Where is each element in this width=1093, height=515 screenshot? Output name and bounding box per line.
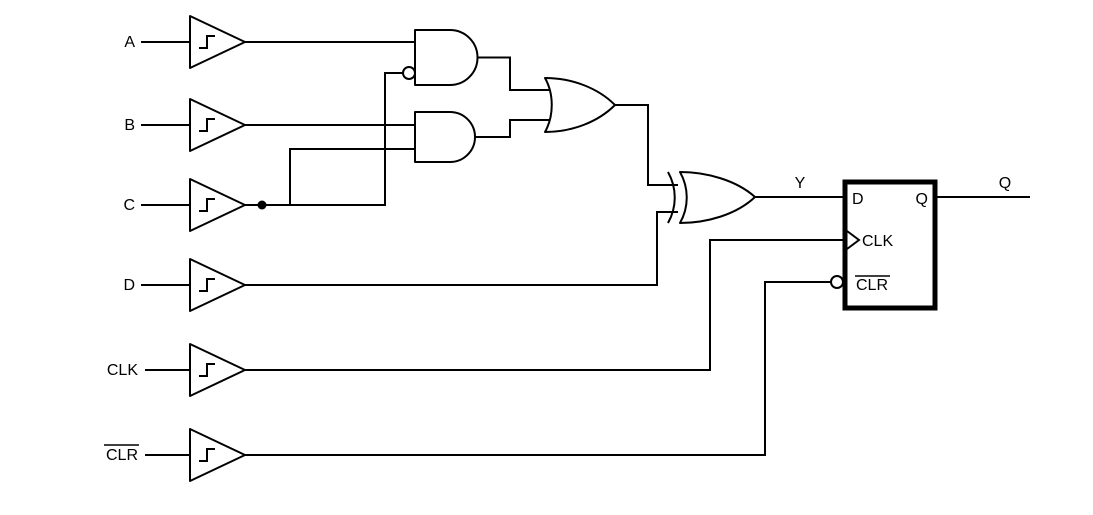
wire-and2-to-or <box>475 119 553 138</box>
schmitt-buffer-d <box>189 258 246 312</box>
d-flipflop: D Q CLK CLR <box>830 179 938 311</box>
schmitt-hysteresis-icon <box>199 278 215 292</box>
flipflop-body <box>842 179 938 311</box>
buffer-triangle <box>189 15 246 69</box>
ff-pin-clr: CLR <box>856 277 888 294</box>
xor-gate <box>679 171 756 224</box>
wire-c-branch-to-and2 <box>289 148 415 205</box>
xor-input-arc <box>667 171 676 224</box>
wire-d-to-xor <box>245 211 678 286</box>
ff-pin-d: D <box>852 191 864 208</box>
wire-c-to-and1-inverted <box>245 72 403 206</box>
schmitt-hysteresis-icon <box>199 118 215 132</box>
schmitt-buffer-clr <box>189 428 246 482</box>
wire-and1-to-or <box>477 56 553 91</box>
or-gate <box>544 77 616 133</box>
buffer-triangle <box>189 428 246 482</box>
net-label-q: Q <box>999 175 1011 192</box>
input-label-d: D <box>123 277 135 294</box>
inverter-bubble-and1 <box>402 66 416 80</box>
buffer-triangle <box>189 258 246 312</box>
and-gate-1 <box>414 29 479 86</box>
input-label-b: B <box>124 117 135 134</box>
input-label-clr: CLR <box>106 447 138 464</box>
junction-dot-c <box>257 200 267 210</box>
schmitt-buffer-b <box>189 98 246 152</box>
buffer-triangle <box>189 178 246 232</box>
clock-edge-triangle-icon <box>846 230 861 250</box>
schmitt-buffer-c <box>189 178 246 232</box>
wire-clk-to-ff <box>245 239 845 371</box>
wire-clr-to-ff <box>245 281 831 456</box>
wire-or-to-xor <box>615 104 678 186</box>
input-label-c: C <box>123 197 135 214</box>
buffer-triangle <box>189 98 246 152</box>
schmitt-hysteresis-icon <box>199 448 215 462</box>
schmitt-buffer-a <box>189 15 246 69</box>
inverter-bubble-clr <box>830 275 844 289</box>
ff-pin-q: Q <box>916 191 928 208</box>
schmitt-buffer-clk <box>189 343 246 397</box>
buffer-triangle <box>189 343 246 397</box>
and-gate-2 <box>414 111 476 163</box>
ff-pin-clk: CLK <box>862 233 893 250</box>
net-label-y: Y <box>795 175 806 192</box>
input-label-clk: CLK <box>107 362 138 379</box>
schmitt-hysteresis-icon <box>199 198 215 212</box>
schmitt-hysteresis-icon <box>199 35 215 49</box>
input-label-a: A <box>124 34 135 51</box>
schmitt-hysteresis-icon <box>199 363 215 377</box>
